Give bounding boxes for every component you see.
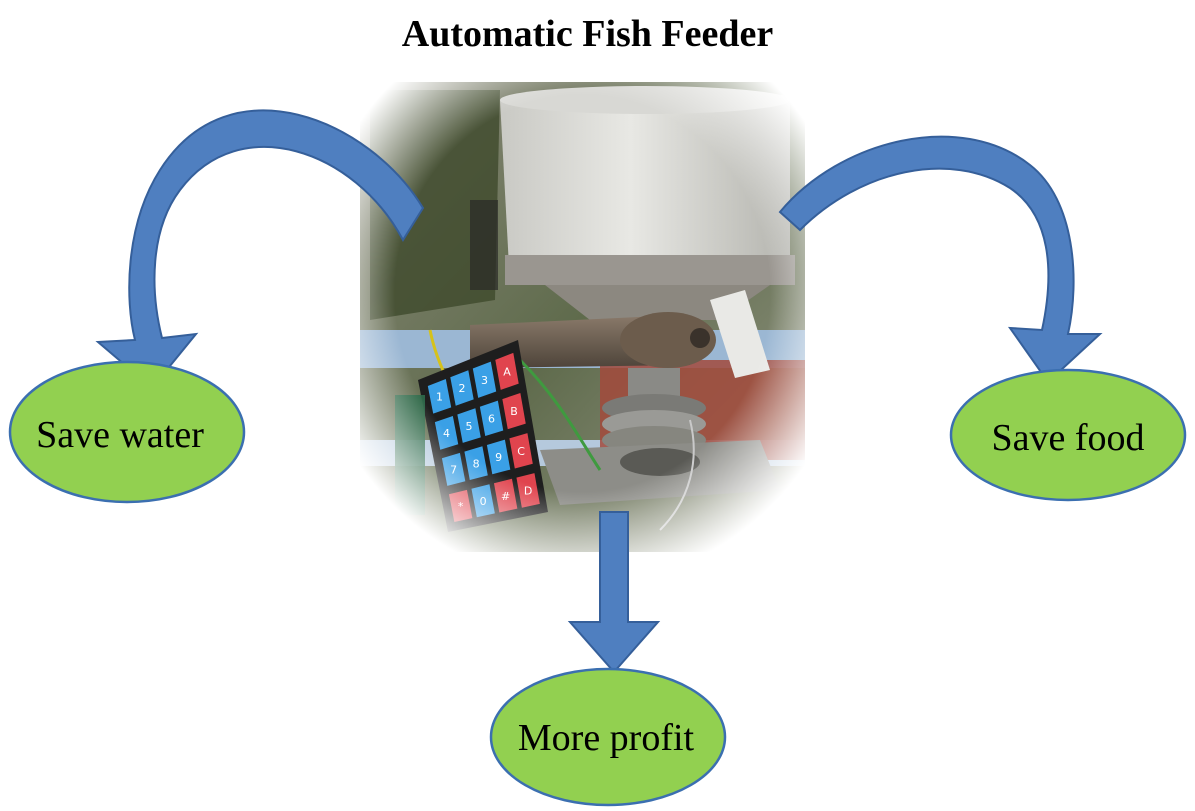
curved-arrow-to-save-food [778, 135, 1103, 384]
save-food-label: Save food [991, 417, 1144, 459]
curved-arrow-to-save-water [95, 109, 425, 390]
fish-feeder-photo: 123A456B789C*0#D [360, 82, 805, 552]
more-profit-label: More profit [518, 717, 695, 759]
save-food-bubble [949, 368, 1187, 502]
more-profit-bubble [489, 667, 727, 807]
node-save-water: Save water [8, 360, 246, 504]
node-more-profit: More profit [489, 667, 727, 807]
diagram-title: Automatic Fish Feeder [401, 13, 774, 55]
arrow-to-more-profit [567, 511, 661, 674]
save-water-bubble [8, 360, 246, 504]
node-save-food: Save food [949, 368, 1187, 502]
save-water-label: Save water [36, 414, 204, 456]
